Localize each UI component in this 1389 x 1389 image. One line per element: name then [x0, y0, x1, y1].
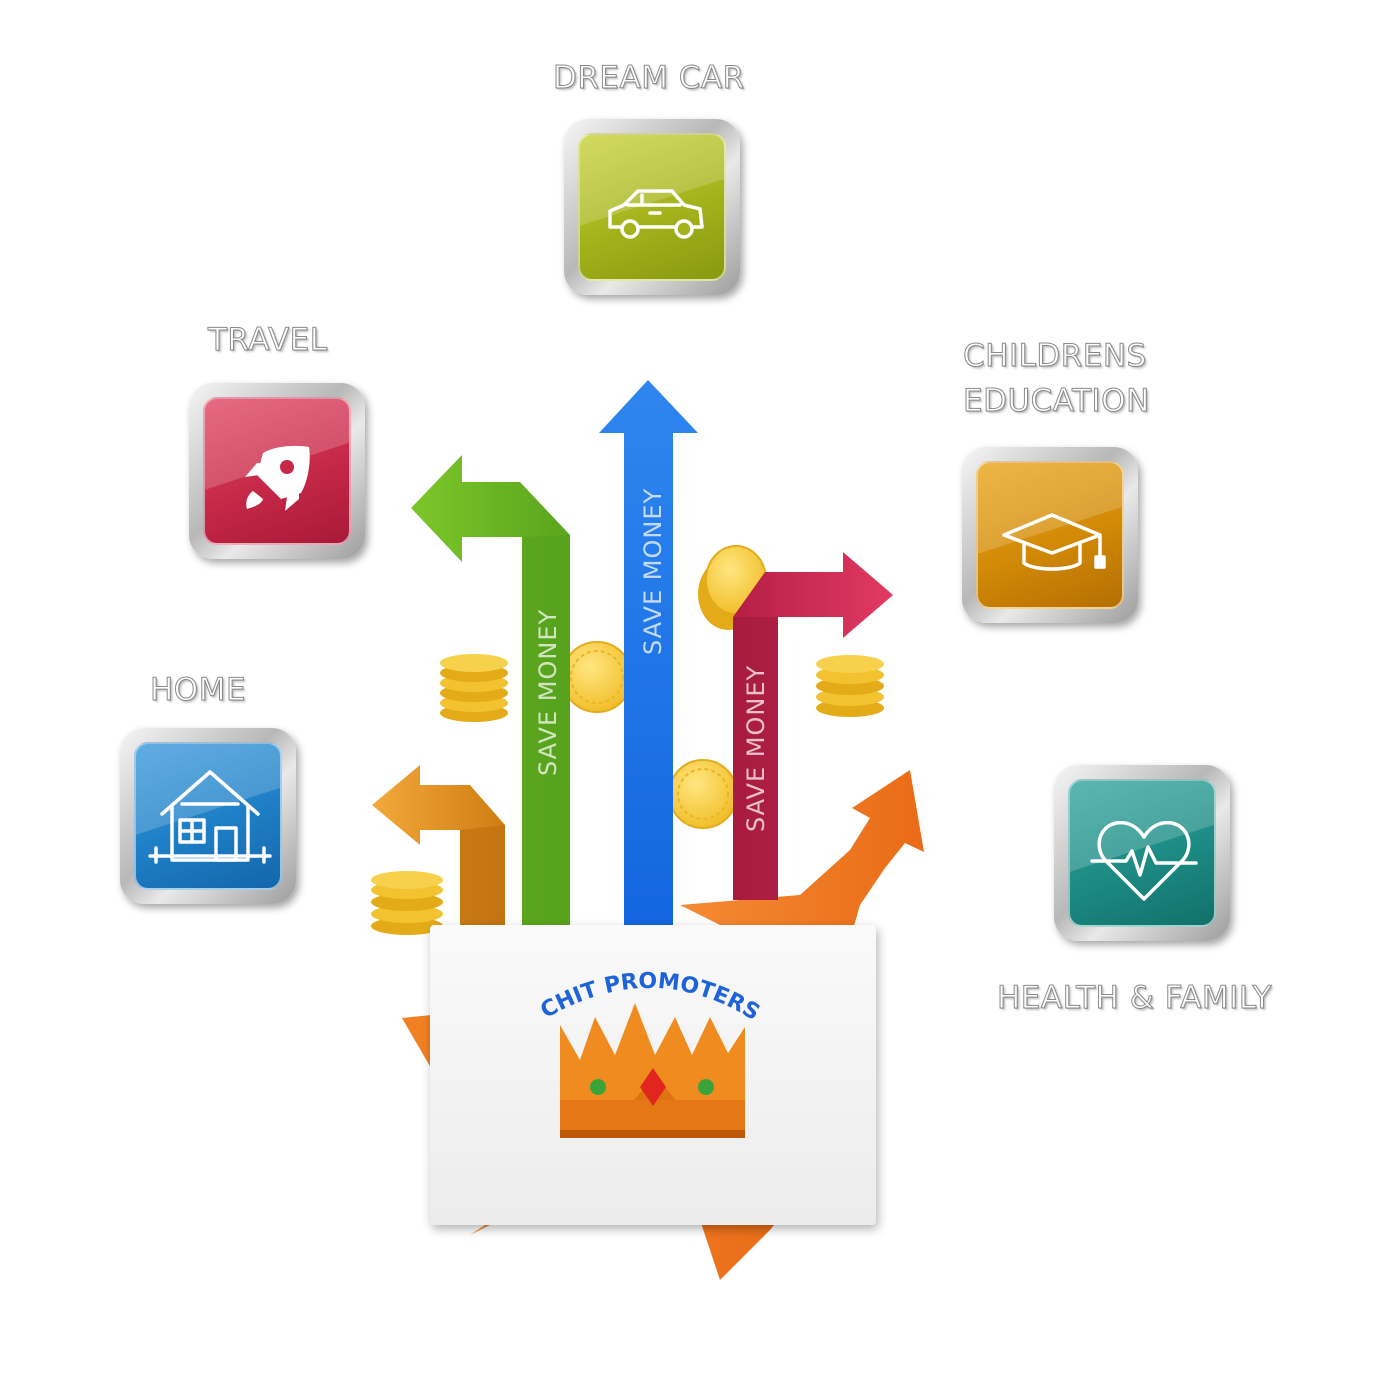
house-icon: [148, 770, 272, 864]
brand-card: CHIT PROMOTERS: [430, 925, 876, 1225]
orange-arrow: [372, 765, 505, 925]
childrens-education-tile: [962, 447, 1138, 623]
chit-promoters-logo: CHIT PROMOTERS: [537, 969, 764, 1138]
coin-stack-left-bottom: [371, 871, 443, 935]
green-arrow-label: SAVE MONEY: [534, 609, 562, 776]
dream-car-label: DREAM CAR: [553, 60, 745, 97]
health-family-label: HEALTH & FAMILY: [997, 980, 1272, 1017]
coin-single-a: [561, 641, 633, 713]
childrens-education-label: CHILDRENS EDUCATION: [963, 334, 1150, 424]
childrens-education-label-line1: CHILDRENS: [963, 338, 1147, 375]
dream-car-tile: [564, 119, 740, 295]
home-tile: [120, 728, 296, 904]
health-family-tile: [1054, 765, 1230, 941]
red-arrow-label: SAVE MONEY: [742, 665, 770, 832]
home-label: HOME: [149, 672, 247, 709]
coin-single-b: [668, 759, 738, 829]
coin-stack-left-top: [440, 654, 508, 722]
green-arrow: SAVE MONEY: [411, 455, 570, 930]
heartbeat-icon: [1090, 820, 1198, 901]
blue-arrow: SAVE MONEY: [599, 380, 698, 930]
car-icon: [608, 189, 704, 239]
brand-name: CHIT PROMOTERS: [537, 969, 764, 1026]
blue-arrow-label: SAVE MONEY: [639, 488, 667, 655]
graduation-cap-icon: [1002, 513, 1106, 571]
childrens-education-label-line2: EDUCATION: [963, 382, 1150, 419]
travel-label: TRAVEL: [208, 322, 328, 359]
red-arrow: SAVE MONEY: [733, 552, 893, 900]
coin-stack-right: [816, 655, 884, 717]
travel-tile: [189, 383, 365, 559]
rocket-icon: [245, 445, 310, 511]
